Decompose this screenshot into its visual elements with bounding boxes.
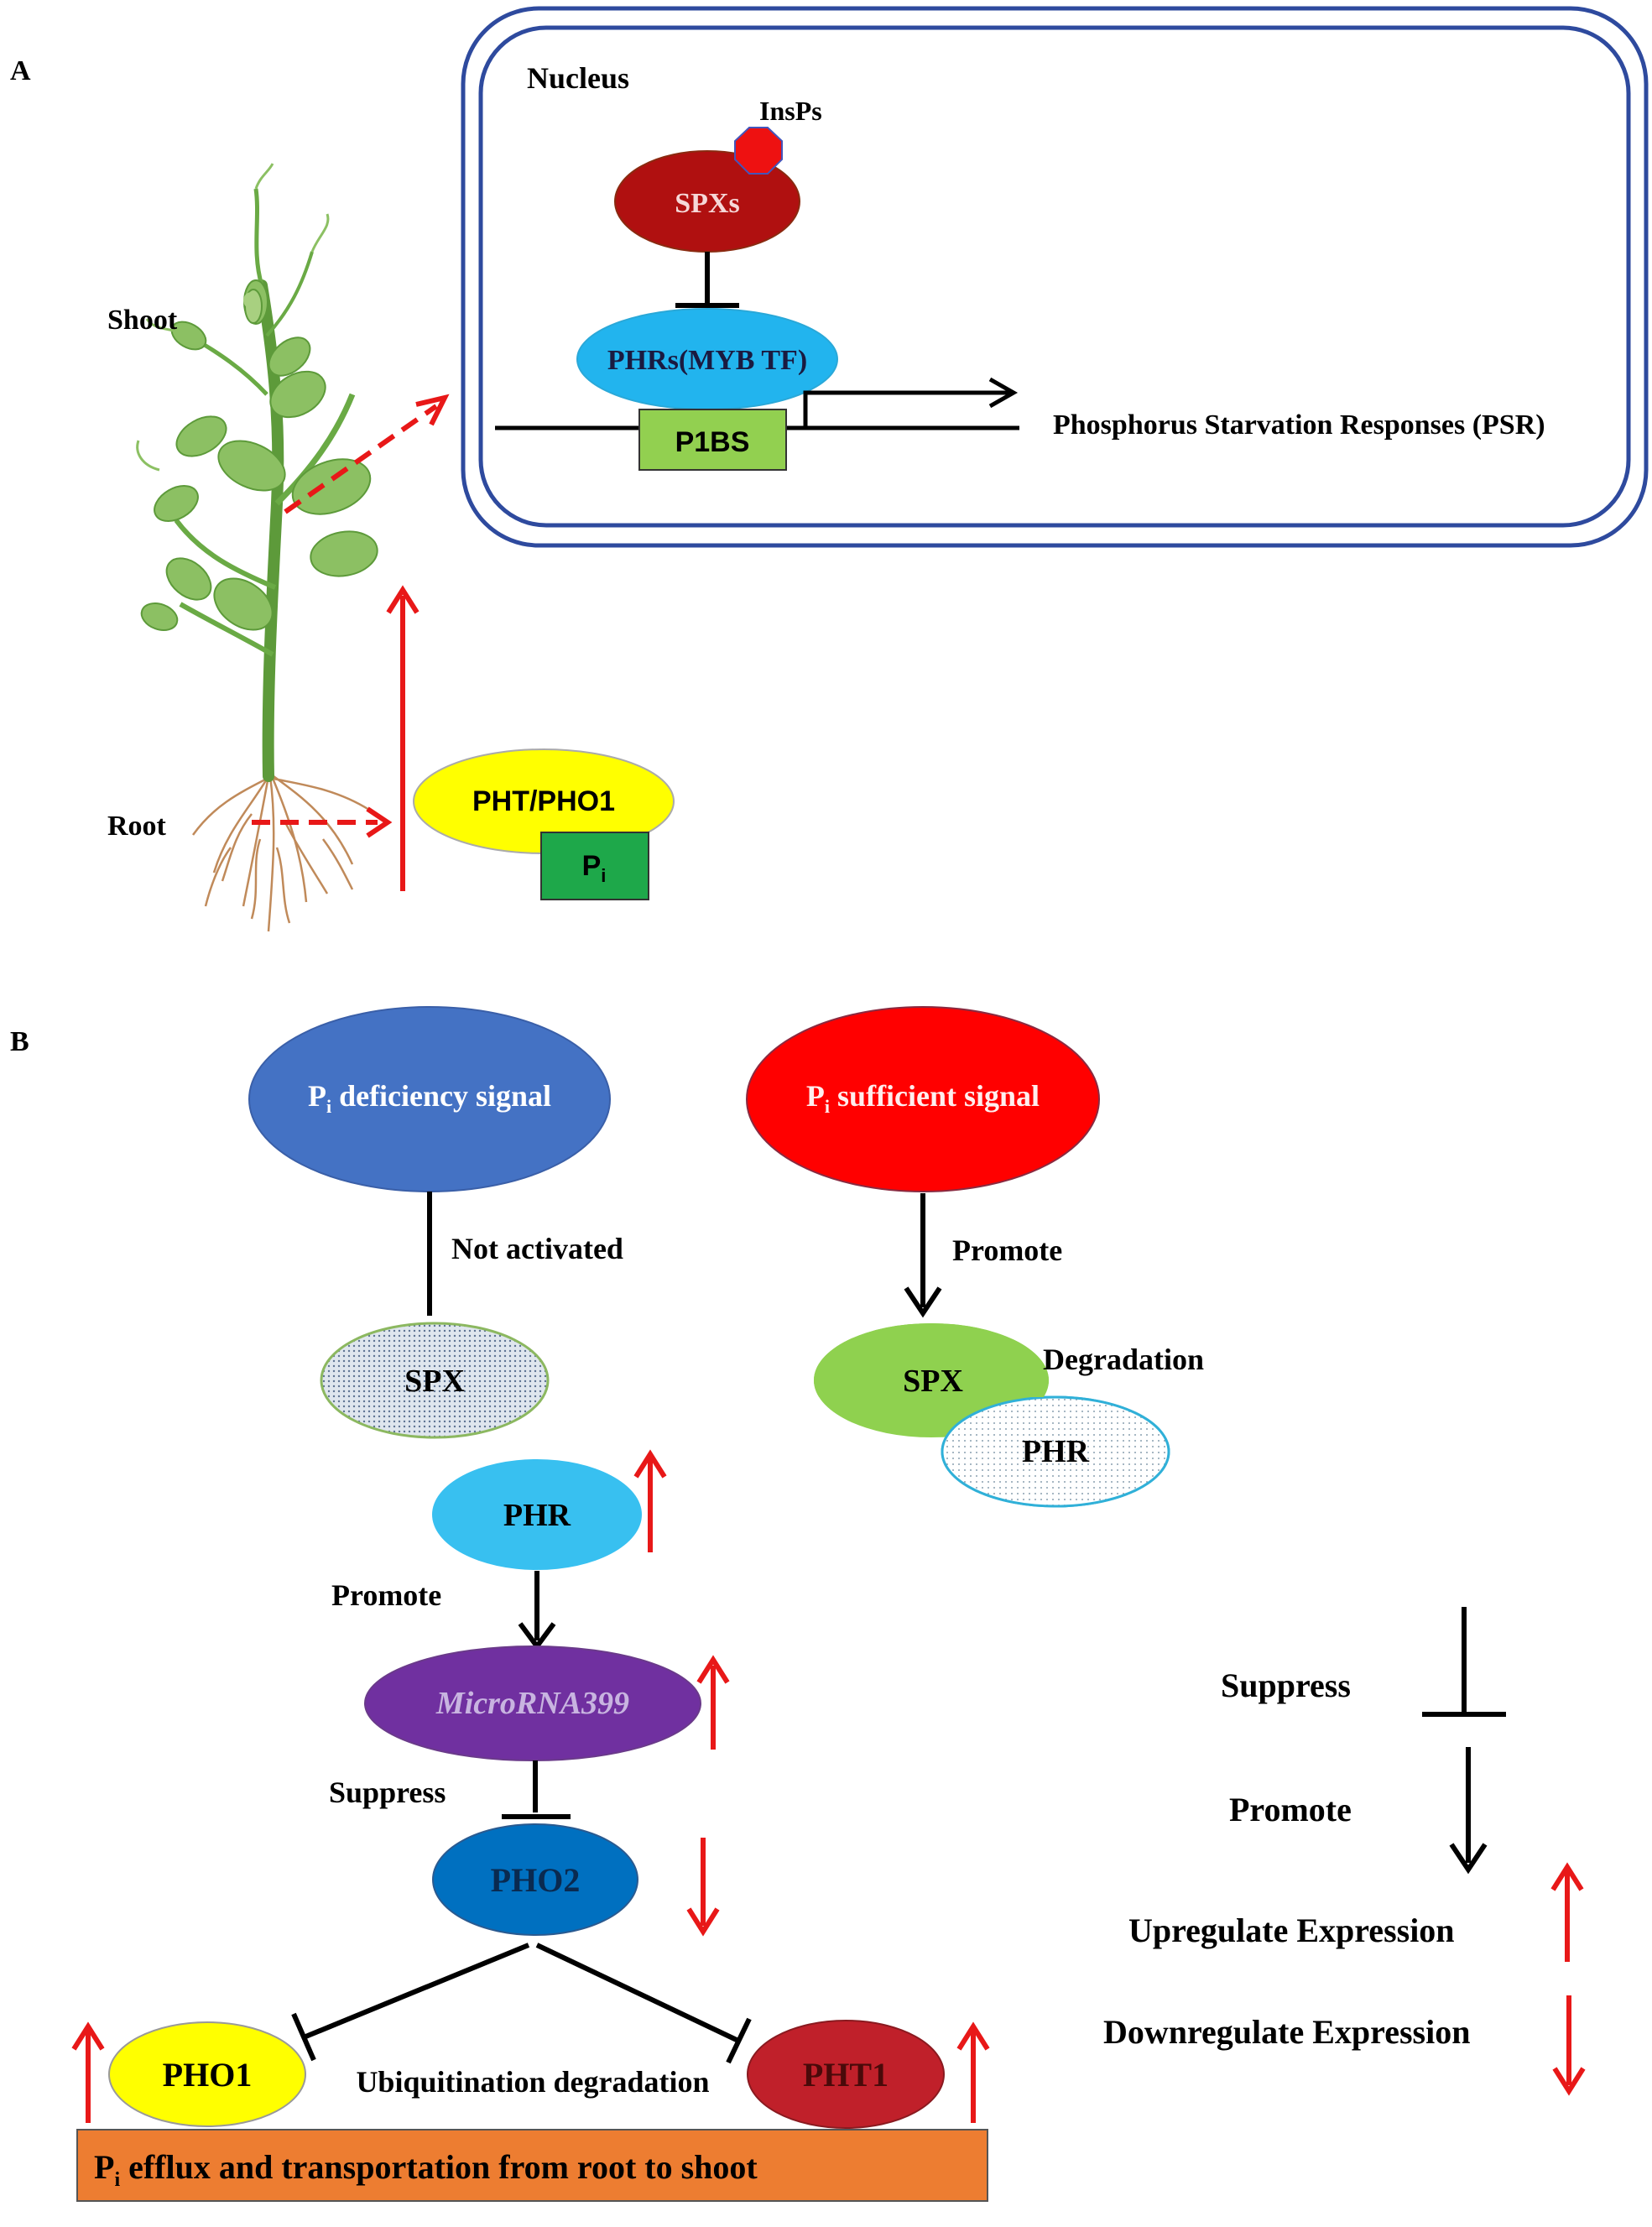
pho2-inhibits-pho1 [291,1943,530,2062]
p1bs-box [638,409,787,471]
phr-left-label: PHR [503,1498,571,1533]
phrs-label: PHRs(MYB TF) [607,345,807,376]
efflux-bar [76,2129,988,2202]
insps-label: InsPs [759,96,822,126]
phr-right-label: PHR [1022,1434,1090,1469]
root-label: Root [107,811,167,842]
efflux-label: Pi efflux and transportation from root t… [94,2148,758,2191]
promote-right-label: Promote [952,1233,1062,1267]
insps-octagon [734,127,783,175]
shoot-to-nucleus-arrow [284,394,450,514]
pi-deficiency-label: Pi deficiency signal [308,1079,551,1117]
transcription-arrow [803,377,1019,428]
suppress-left-label: Suppress [329,1776,446,1809]
pho1-label: PHO1 [163,2056,253,2094]
pi-sufficient-label: Pi sufficient signal [806,1079,1040,1117]
not-activated-label: Not activated [451,1232,623,1265]
legend-downregulate-label: Downregulate Expression [1103,2013,1470,2051]
p1bs-label: P1BS [675,426,750,458]
pho2-downregulated-arrow [686,1838,720,1937]
sufficient-promote-arrow [904,1193,942,1318]
pi-label: Pi [582,850,607,886]
spxs-label: SPXs [675,188,739,219]
microrna-upregulated-arrow [696,1655,730,1750]
legend: Suppress Promote Upregulate Expression D… [1103,1607,1586,2096]
shoot-label: Shoot [107,305,178,336]
pho2-label: PHO2 [491,1861,581,1899]
pho1-node [108,2021,306,2127]
pi-sufficient-signal [746,1006,1100,1192]
nucleus-label: Nucleus [527,61,629,95]
legend-suppress-symbol [1422,1607,1506,1717]
panel-b-label: B [10,1026,29,1057]
degradation-label: Degradation [1043,1343,1204,1376]
pht1-node [747,2020,945,2129]
spx-inactive-node [320,1322,550,1439]
nucleus-envelope [461,6,1649,548]
root-to-shoot-arrow [386,585,420,891]
legend-suppress-label: Suppress [1221,1666,1351,1704]
legend-upregulate-symbol [1550,1862,1584,1962]
promote-left-label: Promote [331,1578,441,1612]
spx-left-label: SPX [404,1364,465,1399]
microrna399-label: MicroRNA399 [435,1686,629,1721]
pht1-label: PHT1 [803,2056,889,2094]
pht1-upregulated-arrow [956,2021,990,2123]
spx-right-label: SPX [903,1364,963,1399]
spxs-inhibits-phrs [675,252,739,308]
transporter-label: PHT/PHO1 [472,785,615,817]
ubiquitination-label: Ubiquitination degradation [356,2065,709,2099]
legend-promote-label: Promote [1229,1791,1352,1828]
phr-upregulated-arrow [633,1449,667,1552]
phr-degraded-node-outline [941,1395,1170,1508]
pi-box [540,832,649,900]
microrna-suppress-pho2 [502,1760,571,1819]
spx-active-node-top [814,1323,1049,1397]
panel-a-label: A [10,55,31,86]
pho2-inhibits-pht1 [535,1943,752,2064]
plant-illustration [136,163,378,932]
phr-active-node [432,1459,642,1570]
psr-label: Phosphorus Starvation Responses (PSR) [1053,409,1545,441]
pho2-node [432,1823,638,1936]
phr-promote-arrow [518,1571,556,1651]
legend-downregulate-symbol [1552,1995,1586,2096]
pho1-upregulated-arrow [71,2021,105,2123]
legend-promote-symbol [1449,1747,1488,1875]
legend-upregulate-label: Upregulate Expression [1128,1911,1455,1949]
root-uptake-arrow [252,806,393,838]
